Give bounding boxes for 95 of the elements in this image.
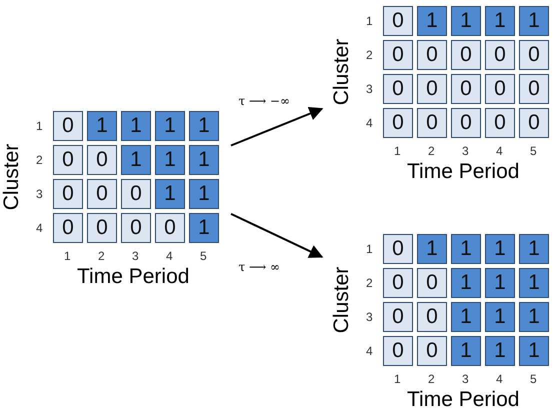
tick-label: 2 <box>428 372 435 386</box>
binary-cell: 1 <box>485 234 515 264</box>
tick-label: 2 <box>98 249 105 263</box>
binary-cell: 0 <box>155 213 185 243</box>
tick-label: 4 <box>366 344 373 358</box>
tick-label: 1 <box>366 14 373 28</box>
binary-cell: 0 <box>87 213 117 243</box>
tick-label: 3 <box>132 249 139 263</box>
binary-cell: 0 <box>53 213 83 243</box>
binary-cell: 0 <box>383 268 413 298</box>
binary-cell: 1 <box>189 179 219 209</box>
axis-title: Cluster <box>0 142 24 212</box>
binary-cell: 0 <box>121 213 151 243</box>
tick-label: 1 <box>64 249 71 263</box>
binary-cell: 0 <box>121 179 151 209</box>
axis-title: Time Period <box>407 388 520 412</box>
binary-cell: 1 <box>121 145 151 175</box>
binary-cell: 1 <box>519 336 549 366</box>
binary-cell: 1 <box>485 268 515 298</box>
binary-cell: 0 <box>485 108 515 138</box>
binary-cell: 0 <box>383 302 413 332</box>
binary-cell: 1 <box>451 336 481 366</box>
tick-label: 1 <box>394 372 401 386</box>
binary-cell: 0 <box>383 74 413 104</box>
binary-cell: 0 <box>383 6 413 36</box>
binary-cell: 0 <box>383 336 413 366</box>
tick-label: 2 <box>36 153 43 167</box>
binary-cell: 1 <box>417 234 447 264</box>
tick-label: 2 <box>428 144 435 158</box>
axis-title: Cluster <box>330 38 354 108</box>
binary-cell: 1 <box>87 111 117 141</box>
binary-cell: 1 <box>451 234 481 264</box>
binary-cell: 0 <box>383 234 413 264</box>
tick-label: 2 <box>366 276 373 290</box>
binary-cell: 1 <box>485 6 515 36</box>
tick-label: 4 <box>496 144 503 158</box>
binary-cell: 0 <box>451 74 481 104</box>
binary-cell: 0 <box>417 108 447 138</box>
tick-label: 2 <box>366 48 373 62</box>
binary-cell: 1 <box>485 302 515 332</box>
tick-label: 4 <box>166 249 173 263</box>
binary-cell: 0 <box>417 40 447 70</box>
tick-label: 1 <box>394 144 401 158</box>
binary-cell: 1 <box>121 111 151 141</box>
binary-cell: 1 <box>189 145 219 175</box>
axis-title: Time Period <box>407 160 520 184</box>
binary-cell: 1 <box>519 268 549 298</box>
axis-title: Time Period <box>77 265 190 289</box>
binary-cell: 1 <box>485 336 515 366</box>
tick-label: 3 <box>462 144 469 158</box>
binary-cell: 1 <box>155 179 185 209</box>
binary-cell: 1 <box>189 213 219 243</box>
binary-cell: 0 <box>383 108 413 138</box>
binary-cell: 0 <box>451 40 481 70</box>
arrow <box>230 106 324 146</box>
tick-label: 5 <box>530 144 537 158</box>
axis-title: Cluster <box>330 266 354 336</box>
binary-cell: 0 <box>519 74 549 104</box>
binary-cell: 1 <box>189 111 219 141</box>
tick-label: 4 <box>496 372 503 386</box>
binary-cell: 1 <box>155 145 185 175</box>
binary-cell: 0 <box>519 108 549 138</box>
tick-label: 3 <box>366 310 373 324</box>
binary-cell: 1 <box>519 234 549 264</box>
binary-cell: 1 <box>519 302 549 332</box>
binary-cell: 0 <box>519 40 549 70</box>
binary-cell: 0 <box>417 74 447 104</box>
tick-label: 5 <box>530 372 537 386</box>
tick-label: 3 <box>36 187 43 201</box>
tick-label: 5 <box>200 249 207 263</box>
tick-label: 4 <box>36 221 43 235</box>
binary-cell: 0 <box>53 111 83 141</box>
tick-label: 3 <box>462 372 469 386</box>
binary-cell: 0 <box>383 40 413 70</box>
binary-cell: 0 <box>485 40 515 70</box>
binary-cell: 0 <box>53 179 83 209</box>
binary-cell: 1 <box>451 302 481 332</box>
binary-cell: 0 <box>451 108 481 138</box>
tick-label: 3 <box>366 82 373 96</box>
binary-cell: 0 <box>485 74 515 104</box>
binary-cell: 1 <box>417 6 447 36</box>
tick-label: 4 <box>366 116 373 130</box>
binary-cell: 0 <box>417 268 447 298</box>
binary-cell: 1 <box>451 6 481 36</box>
binary-cell: 0 <box>417 302 447 332</box>
binary-cell: 1 <box>519 6 549 36</box>
arrow <box>230 213 324 258</box>
binary-cell: 1 <box>451 268 481 298</box>
binary-cell: 0 <box>417 336 447 366</box>
binary-cell: 0 <box>87 145 117 175</box>
binary-cell: 0 <box>53 145 83 175</box>
binary-cell: 1 <box>155 111 185 141</box>
tick-label: 1 <box>36 119 43 133</box>
binary-cell: 0 <box>87 179 117 209</box>
tick-label: 1 <box>366 242 373 256</box>
